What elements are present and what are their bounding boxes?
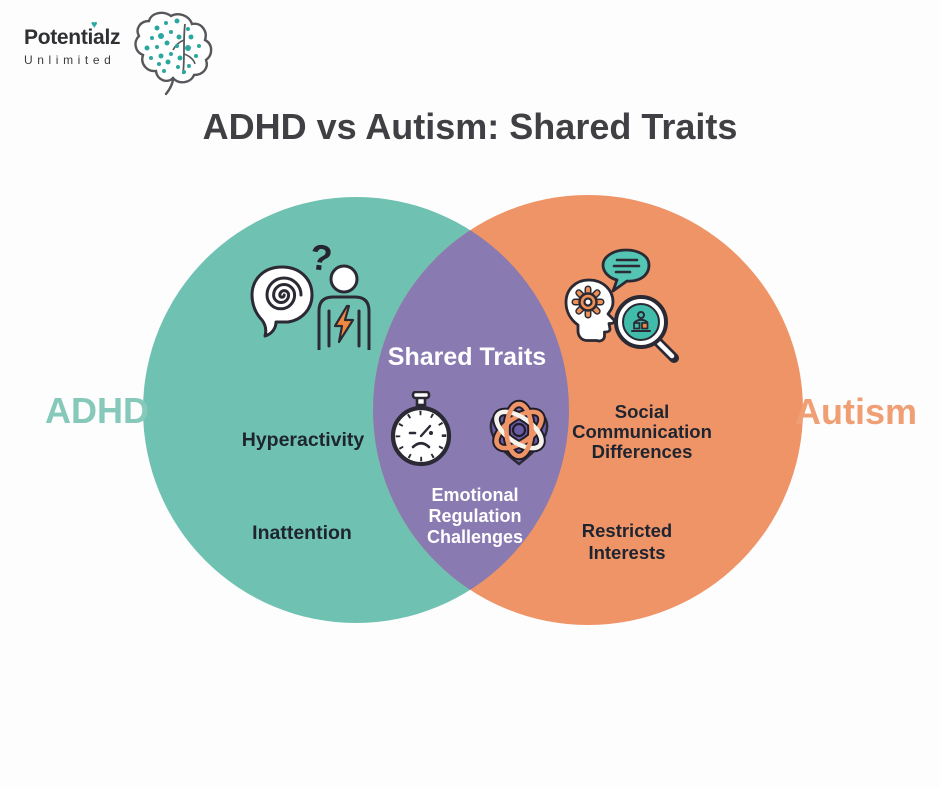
tangled-knot-icon	[489, 399, 549, 466]
spiral-brain-head-icon	[250, 265, 314, 338]
magnifier-person-icon	[614, 295, 679, 363]
right-trait-restricted-interests: Restricted Interests	[581, 520, 673, 563]
sad-stopwatch-icon	[390, 391, 452, 467]
venn-overlap-region	[373, 197, 569, 623]
person-lightning-icon	[317, 264, 371, 350]
speech-bubble-icon	[601, 248, 651, 293]
gear-icon	[571, 285, 605, 319]
right-trait-social-communication: Social Communication Differences	[572, 401, 712, 462]
left-trait-hyperactivity: Hyperactivity	[241, 429, 365, 451]
brain-dots-icon	[134, 11, 213, 96]
logo-brand: Potentialz ♥	[24, 19, 154, 50]
head-gear-icon	[564, 278, 616, 343]
left-trait-inattention: Inattention	[252, 522, 352, 544]
logo-subtitle: Unlimited	[24, 53, 116, 67]
overlap-trait-emotional-regulation: Emotional Regulation Challenges	[426, 485, 524, 547]
overlap-title: Shared Traits	[387, 343, 547, 371]
left-circle-title: ADHD	[45, 390, 149, 431]
right-circle-title: Autism	[795, 391, 918, 432]
tiny-person-blocks	[631, 311, 651, 332]
logo: Potentialz ♥ Unlimited	[24, 19, 154, 67]
page-title: ADHD vs Autism: Shared Traits	[202, 106, 738, 147]
logo-brand-text: Potentialz	[24, 26, 121, 49]
heart-icon: ♥	[91, 19, 98, 31]
